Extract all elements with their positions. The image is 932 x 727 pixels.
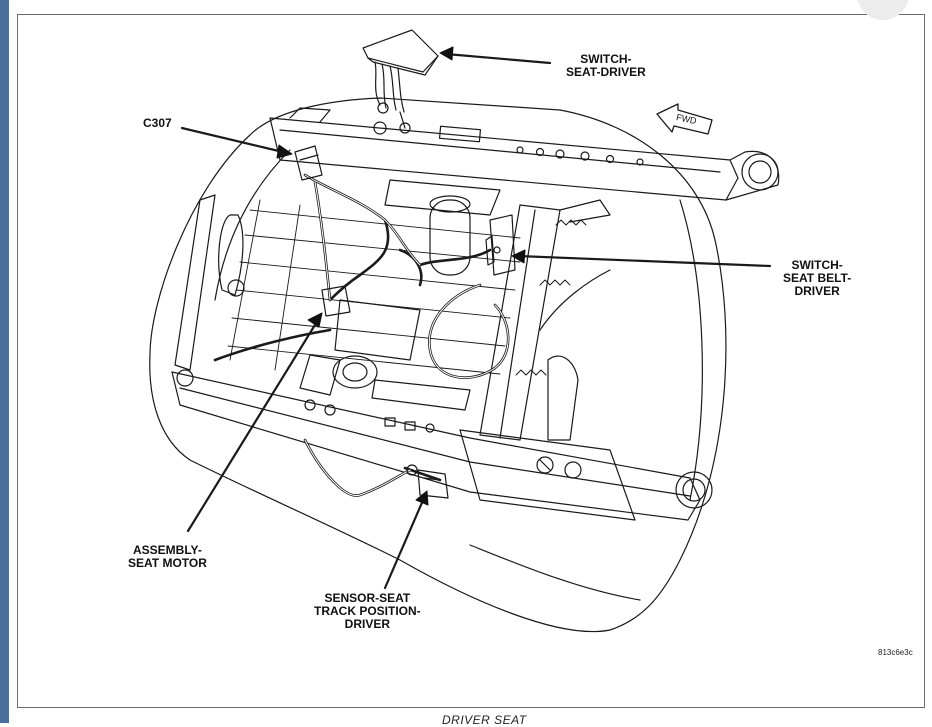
track-springs — [515, 219, 587, 376]
label-assembly-seat-motor: ASSEMBLY- SEAT MOTOR — [128, 543, 207, 570]
seat-switch-connector — [362, 29, 439, 129]
diagram-frame — [17, 14, 925, 708]
window-left-edge — [0, 0, 9, 723]
wiring-harness-inner — [304, 174, 509, 496]
track-position-sensor — [406, 464, 449, 499]
leader-lines — [180, 52, 772, 590]
figure-caption: DRIVER SEAT — [442, 713, 527, 727]
arrow-heads — [276, 46, 526, 506]
seat-belt-switch — [485, 214, 516, 276]
rear-frame-rail — [269, 107, 780, 201]
label-sensor-seat-track: SENSOR-SEAT TRACK POSITION- DRIVER — [314, 591, 421, 631]
front-frame-rail — [171, 369, 713, 521]
label-switch-seat-belt-driver: SWITCH- SEAT BELT- DRIVER — [783, 258, 852, 298]
fwd-arrow-icon — [656, 103, 713, 135]
seat-cushion-outline — [149, 97, 727, 633]
left-side-rail — [174, 194, 245, 371]
label-switch-seat-driver: SWITCH- SEAT-DRIVER — [566, 52, 646, 79]
seat-motor-assembly — [299, 179, 501, 411]
figure-code: 813c6e3c — [878, 648, 913, 657]
right-seat-track — [479, 199, 611, 441]
wiring-harness — [213, 173, 510, 497]
label-c307: C307 — [143, 116, 172, 130]
motor-connector — [321, 285, 351, 317]
close-button[interactable] — [857, 0, 909, 20]
c307-connector — [294, 145, 323, 181]
